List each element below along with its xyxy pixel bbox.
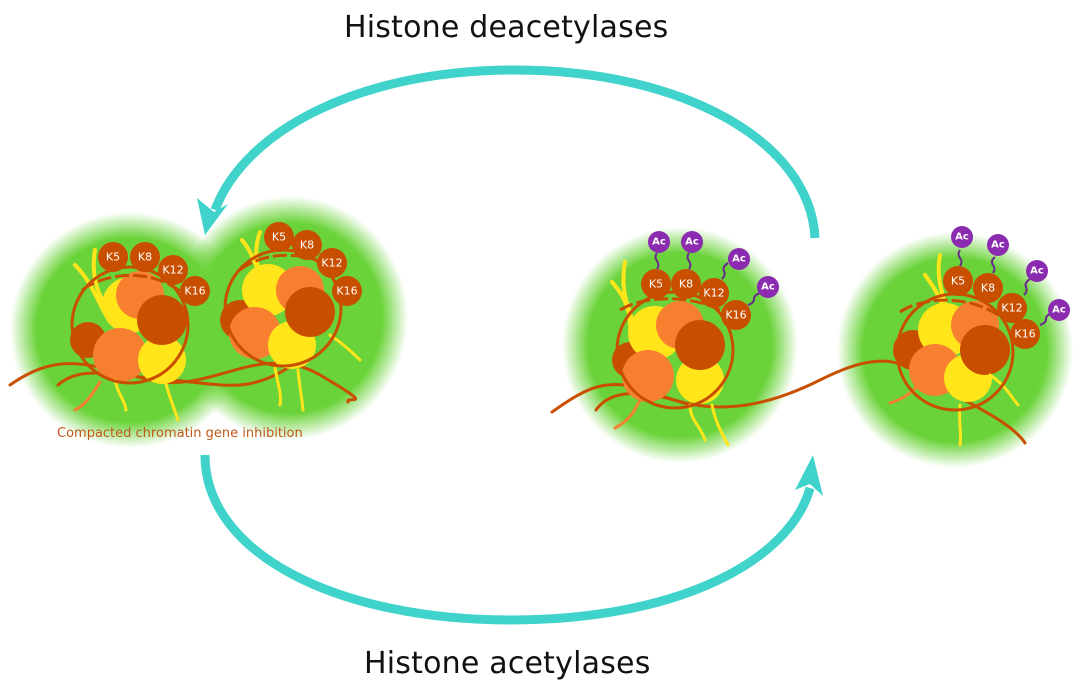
svg-text:Ac: Ac [955, 232, 969, 243]
compacted-halo [10, 196, 408, 448]
svg-text:K16: K16 [725, 309, 746, 322]
deacetylase-arrow [197, 65, 820, 239]
lysine-group: K5 K8 K12 K16 [264, 222, 362, 306]
svg-text:K12: K12 [703, 287, 724, 300]
nucleosome [70, 248, 192, 422]
svg-text:K8: K8 [981, 282, 995, 295]
svg-text:Ac: Ac [652, 237, 666, 248]
svg-text:Ac: Ac [732, 254, 746, 265]
svg-text:Ac: Ac [1052, 305, 1066, 316]
acetylated-lysine-group: K5 K8 K12 K16 Ac Ac Ac Ac [641, 231, 779, 330]
deacetylases-label: Histone deacetylases [344, 10, 669, 45]
svg-text:K8: K8 [679, 278, 693, 291]
svg-text:K12: K12 [162, 264, 183, 277]
svg-text:K12: K12 [321, 257, 342, 270]
svg-text:K16: K16 [1014, 328, 1035, 341]
svg-text:K8: K8 [300, 239, 314, 252]
acetylase-arrow [200, 454, 823, 625]
svg-text:K16: K16 [336, 285, 357, 298]
nucleosome [610, 260, 735, 447]
svg-text:Ac: Ac [761, 282, 775, 293]
svg-text:K5: K5 [272, 231, 286, 244]
svg-text:K12: K12 [1001, 302, 1022, 315]
svg-text:K16: K16 [184, 285, 205, 298]
svg-text:Ac: Ac [685, 237, 699, 248]
svg-text:K5: K5 [951, 275, 965, 288]
svg-text:K5: K5 [649, 278, 663, 291]
compacted-chromatin-caption: Compacted chromatin gene inhibition [57, 426, 303, 441]
svg-text:Ac: Ac [991, 240, 1005, 251]
svg-text:Ac: Ac [1030, 266, 1044, 277]
svg-text:K5: K5 [106, 251, 120, 264]
acetylated-lysine-group: K5 K8 K12 K16 Ac Ac Ac Ac [943, 226, 1070, 349]
acetylases-label: Histone acetylases [364, 646, 651, 681]
svg-text:K8: K8 [138, 251, 152, 264]
nucleosome [888, 253, 1020, 447]
lysine-group: K5 K8 K12 K16 [98, 242, 210, 306]
